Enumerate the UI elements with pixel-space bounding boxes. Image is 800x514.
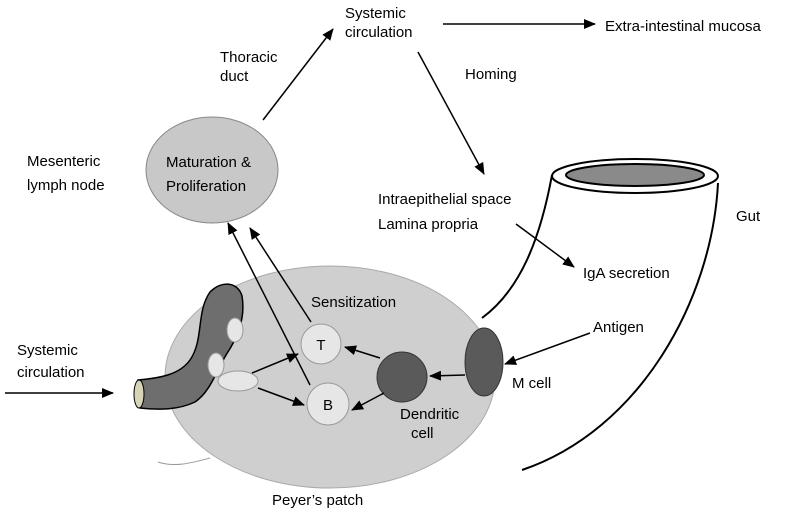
- mesenteric-lymph-node-label: Mesenteric lymph node: [27, 153, 105, 194]
- thoracic-duct-label: Thoracic duct: [220, 49, 282, 85]
- dendritic-cell-label: Dendritic cell: [400, 406, 463, 442]
- intraepithelial-space-label: Intraepithelial space: [378, 191, 511, 208]
- t-cell: [300, 323, 342, 365]
- gut-tube: [481, 158, 719, 471]
- lymphatic-vessel: [133, 283, 259, 410]
- arrow-node-to-systemic: [262, 28, 334, 121]
- b-cell: [306, 382, 350, 426]
- m-cell-shape: [464, 327, 504, 397]
- peyers-patch-label: Peyer’s patch: [272, 492, 363, 509]
- b-cell-label: B: [323, 397, 333, 414]
- arrow-lamina-to-iga: [515, 223, 575, 268]
- gut-label: Gut: [736, 208, 761, 225]
- arrow-mcell-to-dendritic: [429, 370, 466, 381]
- sensitization-label: Sensitization: [311, 294, 396, 311]
- arrow-b-to-node: [227, 222, 311, 386]
- lamina-propria-label: Lamina propria: [378, 216, 479, 233]
- arrow-antigen-to-mcell: [504, 332, 591, 365]
- m-cell-label: M cell: [512, 375, 551, 392]
- systemic-circulation-left-label: Systemic circulation: [17, 342, 85, 381]
- homing-label: Homing: [465, 66, 517, 83]
- iga-secretion-label: IgA secretion: [583, 265, 670, 282]
- arrow-homing: [417, 51, 485, 175]
- arrow-dendritic-to-t: [344, 345, 381, 359]
- arrow-vessel-to-b: [257, 387, 305, 406]
- maturation-proliferation-label: Maturation & Proliferation: [166, 154, 255, 195]
- systemic-circulation-top-label: Systemic circulation: [345, 5, 413, 41]
- t-cell-label: T: [316, 337, 325, 354]
- arrow-vessel-to-t: [251, 353, 299, 374]
- mesenteric-lymph-node: [145, 116, 279, 224]
- arrow-t-to-node: [249, 227, 312, 323]
- antigen-label: Antigen: [593, 319, 644, 336]
- arrows: [5, 19, 596, 411]
- arrow-dendritic-to-b: [351, 392, 385, 411]
- dendritic-cell-shape: [376, 351, 428, 403]
- extra-intestinal-mucosa-label: Extra-intestinal mucosa: [605, 18, 762, 35]
- patch-tail-line: [157, 457, 211, 465]
